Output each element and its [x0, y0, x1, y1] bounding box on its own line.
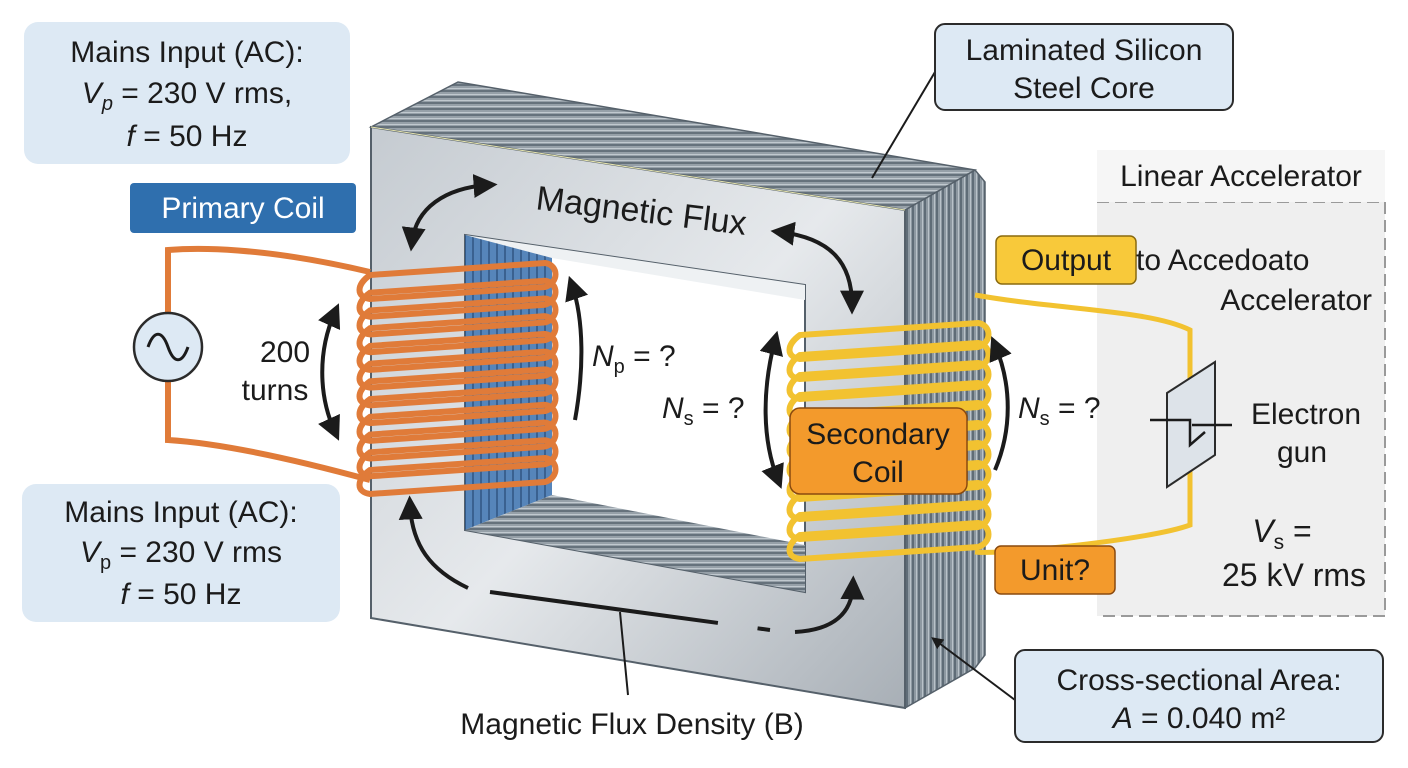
coil-turn	[356, 313, 559, 356]
unit-badge-label: Unit?	[1020, 554, 1090, 587]
mains-bottom-voltage: Vp = 230 V rms	[80, 536, 282, 574]
coil-turn	[356, 259, 559, 303]
output-badge-label: Output	[1021, 244, 1112, 277]
mains-bottom-heading: Mains Input (AC):	[64, 496, 297, 529]
coil-turn	[356, 437, 559, 480]
mains-top-voltage: Vp = 230 V rms,	[82, 77, 292, 115]
electron-gun-icon	[1150, 360, 1232, 489]
core-leader-line	[871, 71, 936, 179]
flux-arrow-ns-outer	[989, 336, 1012, 471]
coil-turn	[356, 348, 559, 391]
flux-density-leader-line	[619, 611, 629, 696]
secondary-coil-label-line2: Coil	[852, 456, 904, 489]
coil-turn	[356, 401, 559, 444]
ns-outer-label: Ns = ?	[1018, 392, 1101, 430]
flux-arrow-primary-turns	[318, 303, 341, 441]
cross-section-box	[1014, 649, 1384, 743]
coil-turn	[786, 319, 992, 363]
coil-turn	[356, 419, 559, 462]
output-label-line2: Accelerator	[1220, 284, 1372, 317]
flux-arrow-ns-inner	[759, 330, 784, 489]
flux-arrow-bottom-left	[398, 495, 469, 590]
flux-arrows	[318, 174, 1012, 634]
mains-top-box	[24, 22, 350, 164]
coil-turn	[786, 339, 992, 383]
vs-value: 25 kV rms	[1222, 557, 1366, 593]
ns-inner-label: Ns = ?	[662, 392, 745, 430]
core-label-line2: Steel Core	[1013, 72, 1155, 105]
secondary-coil-label-line1: Secondary	[806, 418, 949, 451]
core-label-line1: Laminated Silicon	[966, 34, 1203, 67]
mains-bottom-frequency: f = 50 Hz	[121, 578, 242, 611]
primary-coil	[356, 259, 559, 498]
output-label-rest: to Accedoato	[1136, 244, 1309, 277]
primary-label-box	[130, 183, 356, 233]
mains-bottom-box	[22, 484, 340, 622]
coil-turn	[786, 479, 992, 523]
accelerator-panel	[1097, 150, 1386, 617]
electron-gun-label-line2: gun	[1277, 436, 1327, 469]
cross-section-line1: Cross-sectional Area:	[1056, 664, 1341, 697]
coil-turn	[356, 277, 559, 320]
vs-label: Vs =	[1252, 513, 1311, 554]
electron-gun-label-line1: Electron	[1251, 398, 1361, 431]
coil-turn	[786, 499, 992, 543]
coil-turn	[356, 366, 559, 409]
mains-top-frequency: f = 50 Hz	[127, 120, 248, 153]
primary-lead-bottom	[165, 372, 371, 483]
coil-turn	[786, 359, 992, 403]
output-badge-box	[995, 235, 1137, 285]
flux-density-label: Magnetic Flux Density (B)	[460, 708, 803, 741]
flux-path-bottom	[489, 590, 771, 632]
cross-section-leader-line	[931, 637, 1016, 701]
turns-number: 200	[260, 336, 310, 369]
mains-top-heading: Mains Input (AC):	[70, 36, 303, 69]
secondary-label-box	[789, 407, 968, 495]
flux-arrow-top-left	[401, 174, 498, 252]
primary-coil-label: Primary Coil	[161, 192, 324, 225]
ac-source-icon	[132, 311, 204, 383]
coil-turn	[356, 295, 559, 338]
coil-turn	[786, 519, 992, 563]
accelerator-title: Linear Accelerator	[1120, 160, 1362, 193]
cross-section-line2: A = 0.040 m²	[1111, 702, 1286, 735]
flux-arrow-np	[565, 275, 589, 421]
flux-arrow-bottom-right	[794, 575, 865, 634]
primary-lead-top	[165, 245, 371, 322]
coil-turn	[786, 379, 992, 423]
np-label: Np = ?	[592, 340, 676, 378]
turns-word: turns	[242, 374, 309, 407]
coil-turn	[356, 384, 559, 427]
coil-turn	[356, 330, 559, 373]
core-label-box	[934, 23, 1234, 111]
flux-arrow-top-right	[770, 221, 864, 315]
unit-badge-box	[994, 545, 1116, 595]
